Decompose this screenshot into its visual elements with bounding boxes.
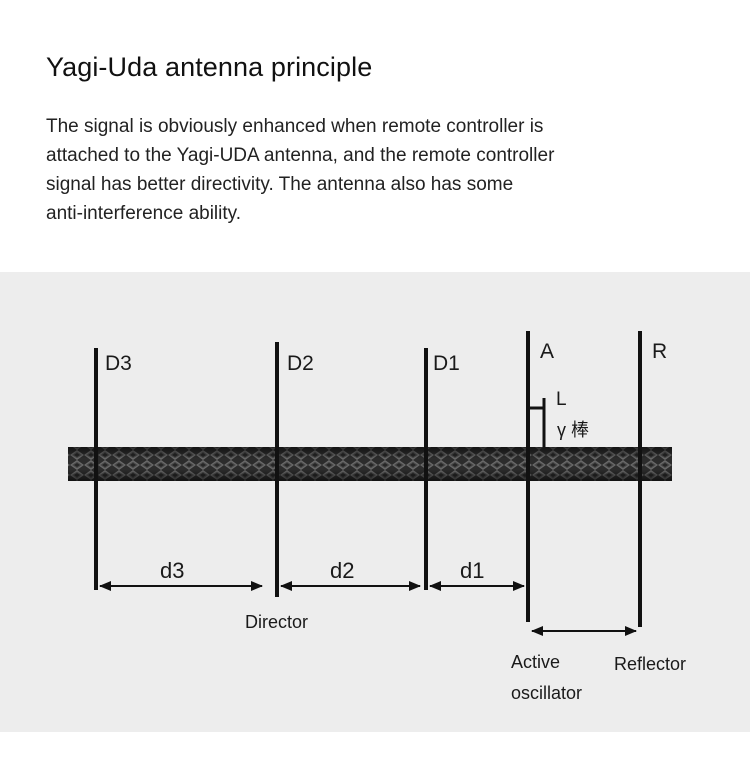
description-line: The signal is obviously enhanced when re… bbox=[46, 116, 544, 137]
label-d3: D3 bbox=[105, 352, 132, 375]
description: The signal is obviously enhanced when re… bbox=[46, 112, 686, 228]
antenna-boom bbox=[68, 447, 672, 481]
label-r: R bbox=[652, 340, 667, 363]
label-d2: D2 bbox=[287, 352, 314, 375]
spacing-d2-label: d2 bbox=[330, 558, 354, 583]
spacing-d1-label: d1 bbox=[460, 558, 484, 583]
description-line: anti-interference ability. bbox=[46, 203, 242, 224]
diagram-panel bbox=[0, 272, 750, 732]
spacing-d3-label: d3 bbox=[160, 558, 184, 583]
page-title: Yagi-Uda antenna principle bbox=[46, 52, 373, 82]
description-line: signal has better directivity. The anten… bbox=[46, 174, 514, 195]
label-gamma: γ 棒 bbox=[557, 420, 589, 440]
description-line: attached to the Yagi-UDA antenna, and th… bbox=[46, 145, 555, 166]
caption-director: Director bbox=[245, 612, 308, 632]
caption-reflector: Reflector bbox=[614, 654, 686, 674]
caption-oscillator: oscillator bbox=[511, 683, 582, 703]
label-d1: D1 bbox=[433, 352, 460, 375]
gamma-match bbox=[528, 398, 546, 447]
label-a: A bbox=[540, 340, 554, 363]
caption-active: Active bbox=[511, 652, 560, 672]
label-l: L bbox=[556, 389, 567, 410]
